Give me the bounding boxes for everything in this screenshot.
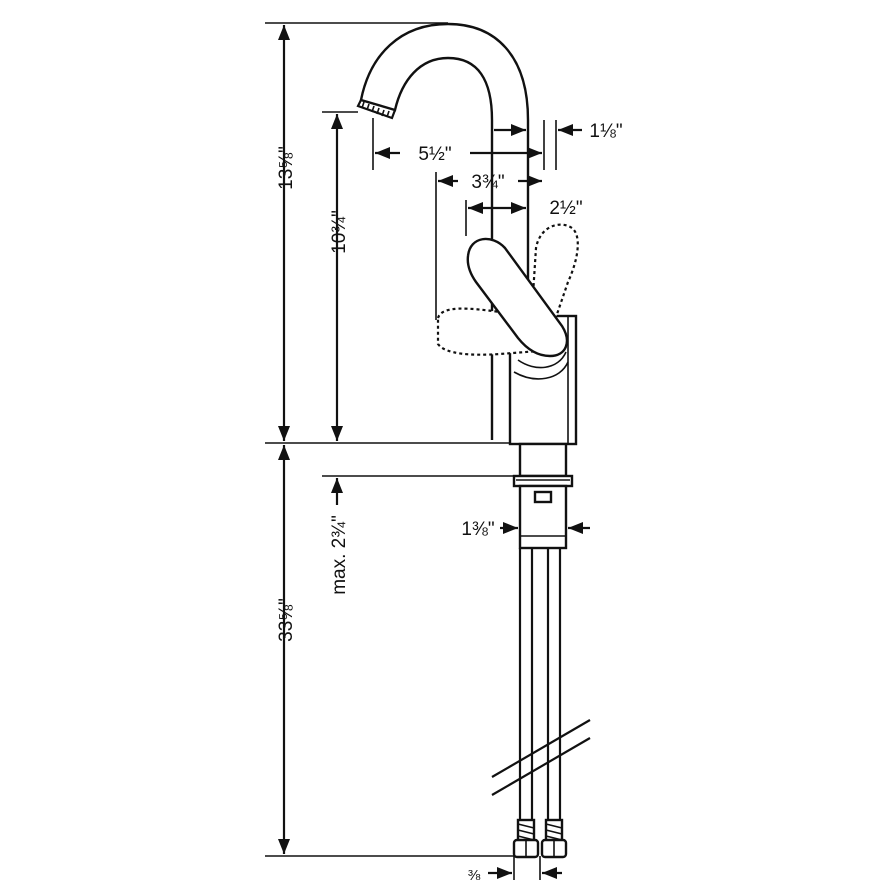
- dimension-lines: [265, 22, 590, 880]
- dim-spout-height: 10¾": [329, 210, 350, 254]
- mounting-shank: [512, 442, 574, 550]
- dim-body-offset: 2½": [549, 198, 582, 219]
- dim-total-height: 13⅝": [276, 146, 297, 190]
- dim-below-deck: 33⅝": [276, 598, 297, 642]
- dim-handle-reach: 3¾": [471, 172, 504, 193]
- dim-shank-diameter: 1⅜": [461, 519, 494, 540]
- dim-spout-tube: 1⅛": [589, 121, 622, 142]
- dim-max-deck: max. 2¾": [329, 515, 350, 595]
- lever-handle: [466, 237, 569, 358]
- supply-hoses: [491, 548, 591, 859]
- faucet-spout: [356, 22, 530, 440]
- dim-spout-reach: 5½": [418, 144, 451, 165]
- dim-supply-connection: ⅜: [468, 867, 481, 884]
